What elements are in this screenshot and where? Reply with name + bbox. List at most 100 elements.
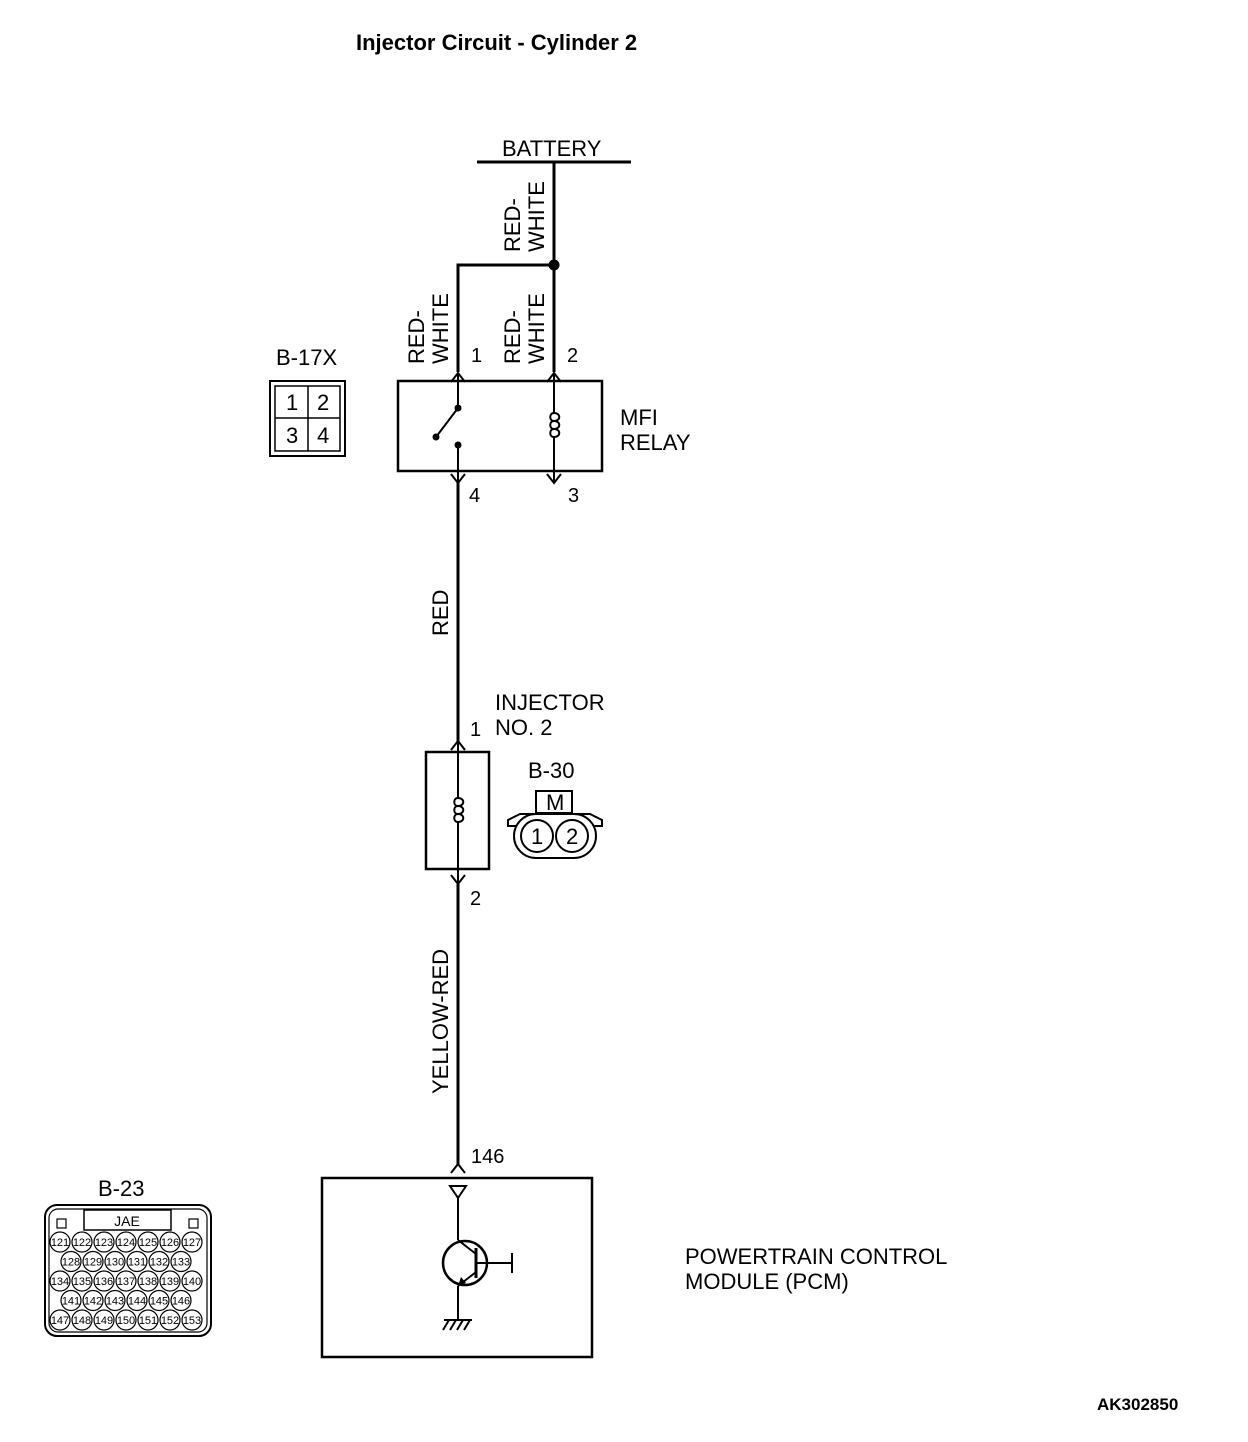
connector-b17x-label: B-17X — [276, 345, 337, 370]
wire-label-red: RED — [428, 590, 453, 636]
wire-label-relay-pin2-line1: RED- — [500, 310, 525, 364]
wire-label-relay-pin1-line2: WHITE — [428, 293, 453, 364]
battery-label: BATTERY — [502, 136, 602, 161]
injector-label-line1: INJECTOR — [495, 690, 605, 715]
mfi-relay-box — [396, 379, 604, 473]
injector-pin1-terminal-arrow — [450, 739, 466, 751]
pcm-transistor-emitter-arrow — [458, 1277, 466, 1286]
connector-b23-pin-128: 128 — [62, 1257, 80, 1269]
connector-b23-pin-138: 138 — [139, 1276, 157, 1288]
connector-b30-cavity-1 — [520, 819, 554, 853]
connector-b23-pin-153: 153 — [183, 1315, 201, 1327]
connector-b23-cavity — [137, 1270, 159, 1292]
connector-b23-cavity — [159, 1231, 181, 1253]
connector-b23-pin-135: 135 — [73, 1276, 91, 1288]
connector-b23-pin-151: 151 — [139, 1315, 157, 1327]
connector-b23-pin-130: 130 — [106, 1257, 124, 1269]
connector-b23-cavity — [93, 1270, 115, 1292]
connector-b23-maker: JAE — [114, 1213, 140, 1229]
connector-b23-cavity — [170, 1289, 192, 1312]
connector-b30-pin-1: 1 — [531, 824, 543, 849]
wire-label-relay-pin2: RED- WHITE — [500, 293, 549, 364]
connector-b23-cavity — [60, 1289, 82, 1312]
wire-label-relay-pin2-line2: WHITE — [524, 293, 549, 364]
connector-b23-pin-133: 133 — [172, 1257, 190, 1269]
relay-coil-symbol — [549, 412, 561, 438]
injector-no2: INJECTOR NO. 2 1 2 — [424, 690, 605, 910]
connector-b17x-cell-1: 1 — [286, 390, 298, 415]
connector-b30-pin-2: 2 — [566, 824, 578, 849]
connector-b23-cavity — [71, 1270, 93, 1292]
connector-b23-pin-131: 131 — [128, 1257, 146, 1269]
connector-b17x-cell-3: 3 — [286, 423, 298, 448]
connector-b30-cavity-2 — [555, 819, 589, 853]
connector-b23-cavity — [71, 1309, 93, 1331]
connector-b23-pin-150: 150 — [117, 1315, 135, 1327]
connector-b23-cavity — [181, 1270, 203, 1292]
connector-b23-cavity — [82, 1289, 104, 1312]
connector-b30: B-30 M 1 2 — [507, 758, 603, 859]
ground-icon-hatch-2 — [449, 1319, 457, 1331]
mfi-relay-pin-4: 4 — [469, 485, 480, 507]
connector-b23-pin-141: 141 — [62, 1296, 80, 1308]
pcm-pin-146: 146 — [471, 1146, 504, 1168]
connector-b23-cavity — [93, 1231, 115, 1253]
connector-b23-pin-127: 127 — [183, 1237, 201, 1249]
relay-switch-pivot — [432, 433, 440, 441]
pcm-input-marker — [448, 1185, 468, 1200]
figure-id: AK302850 — [1097, 1395, 1178, 1414]
ground-icon-hatch-1 — [442, 1319, 450, 1331]
connector-b23-cavity — [60, 1250, 82, 1273]
connector-b30-label: B-30 — [528, 758, 574, 783]
connector-b23-cavity — [126, 1289, 148, 1312]
connector-b23-inner — [48, 1208, 208, 1333]
connector-b23-latch-right — [188, 1218, 199, 1229]
connector-b23-pin-146: 146 — [172, 1296, 190, 1308]
wire-label-relay-pin1: RED- WHITE — [404, 293, 453, 364]
connector-b23-cavity — [181, 1309, 203, 1331]
connector-b23-cavity — [49, 1231, 71, 1253]
connector-b23-cavity — [82, 1250, 104, 1273]
connector-b23-cavity — [137, 1309, 159, 1331]
connector-b23-label: B-23 — [98, 1176, 144, 1201]
connector-b23-maker-box — [83, 1209, 172, 1231]
ground-icon-hatch-3 — [456, 1319, 464, 1331]
connector-b17x-outer — [269, 380, 346, 457]
connector-b23-pin-136: 136 — [95, 1276, 113, 1288]
mfi-relay-pin-2: 2 — [567, 345, 578, 367]
connector-b23-cavity — [148, 1250, 170, 1273]
connector-b23-cavity — [115, 1231, 137, 1253]
connector-b23-cavity — [115, 1270, 137, 1292]
connector-b23-pin-121: 121 — [51, 1237, 69, 1249]
connector-b23-pin-129: 129 — [84, 1257, 102, 1269]
connector-b23-cavity — [137, 1231, 159, 1253]
pcm-label-line2: MODULE (PCM) — [685, 1269, 849, 1294]
injector-pin-2: 2 — [470, 888, 481, 910]
connector-b23-cavity — [170, 1250, 192, 1273]
connector-b23-cavity — [71, 1231, 93, 1253]
mfi-relay-label-line1: MFI — [620, 405, 658, 430]
connector-b23-pin-126: 126 — [161, 1237, 179, 1249]
connector-b30-key: M — [546, 790, 564, 815]
wire-label-battery-feed: RED- WHITE — [500, 181, 549, 252]
mfi-relay-pin-1: 1 — [471, 345, 482, 367]
connector-b23-pin-143: 143 — [106, 1296, 124, 1308]
wire-label-battery-feed-line1: RED- — [500, 198, 525, 252]
pcm-terminal-arrow — [450, 1162, 466, 1174]
mfi-relay-pin-3: 3 — [568, 485, 579, 507]
connector-b23-pin-134: 134 — [51, 1276, 69, 1288]
connector-b23-cavity — [115, 1309, 137, 1331]
pcm-label-line1: POWERTRAIN CONTROL — [685, 1244, 947, 1269]
connector-b23-pin-123: 123 — [95, 1237, 113, 1249]
wire-label-yellow-red: YELLOW-RED — [428, 949, 453, 1094]
connector-b23-pin-132: 132 — [150, 1257, 168, 1269]
connector-b23-outer — [44, 1204, 212, 1337]
connector-b23-pin-140: 140 — [183, 1276, 201, 1288]
connector-b30-housing — [513, 813, 597, 859]
relay-switch-blade — [435, 407, 459, 438]
connector-b23-pin-124: 124 — [117, 1237, 135, 1249]
connector-b23-pin-149: 149 — [95, 1315, 113, 1327]
